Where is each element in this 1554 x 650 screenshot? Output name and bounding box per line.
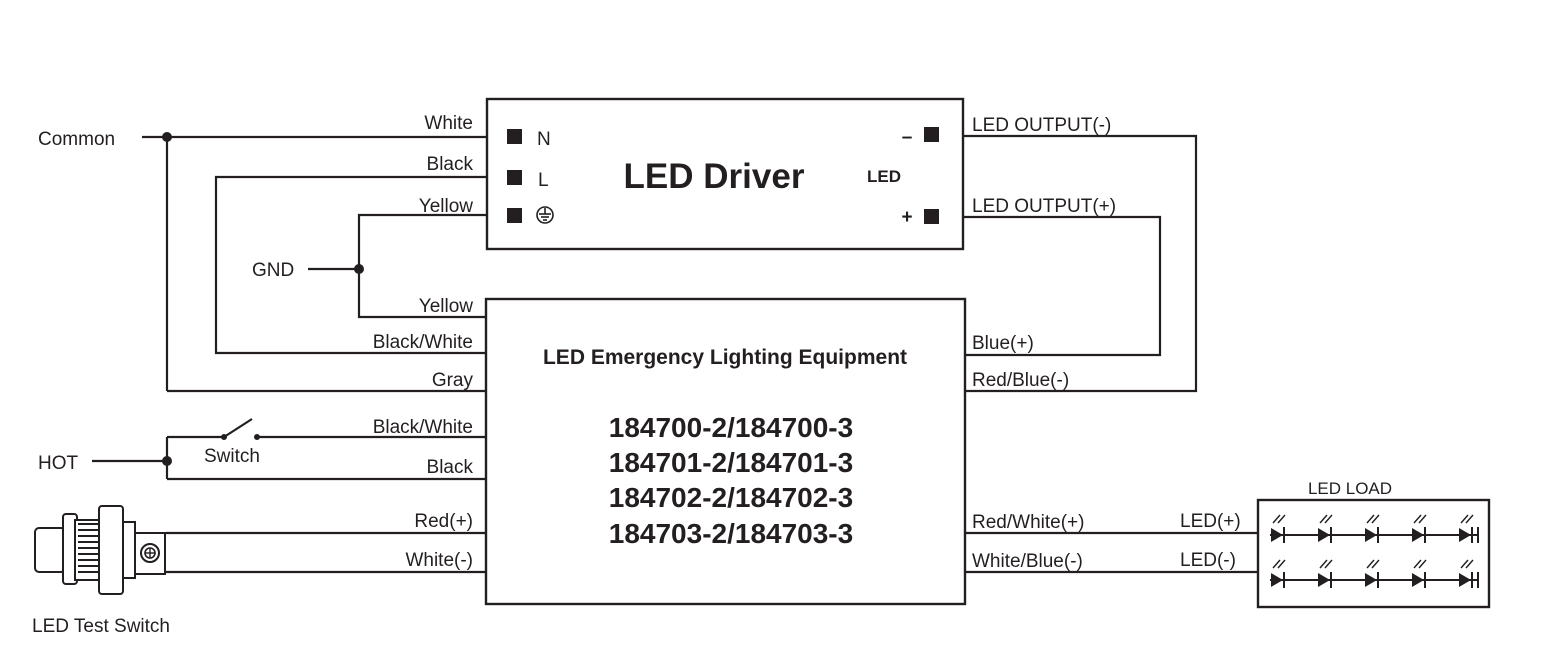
ground-symbol-icon: [536, 206, 554, 224]
wire-label: White: [424, 113, 473, 134]
led-load-title: LED LOAD: [1308, 479, 1392, 498]
terminal-ground: [507, 208, 522, 223]
wire-label: Yellow: [419, 196, 474, 217]
led-diode-icon: [1365, 514, 1380, 543]
wire-label: White(-): [405, 550, 473, 571]
led-diode-icon: [1412, 514, 1427, 543]
model-number: 184700-2/184700-3: [609, 412, 853, 443]
wire-label: Gray: [432, 370, 474, 391]
hot-label: HOT: [38, 453, 79, 474]
led-diode-icon: [1365, 559, 1380, 588]
terminal-minus: [924, 127, 939, 142]
model-number: 184702-2/184702-3: [609, 482, 853, 513]
terminal-l-label: L: [538, 170, 549, 191]
model-number: 184703-2/184703-3: [609, 518, 853, 549]
led-minus-label: LED(-): [1180, 550, 1236, 571]
terminal-plus-label: +: [901, 207, 912, 228]
wire-label: Black/White: [373, 417, 473, 438]
terminal-minus-label: –: [902, 127, 913, 148]
wire-label: Red/White(+): [972, 512, 1084, 533]
common-label: Common: [38, 129, 115, 150]
switch-lever: [223, 418, 253, 438]
terminal-n-label: N: [537, 129, 551, 150]
led-diode-icon: [1271, 559, 1286, 588]
led-load-box: [1256, 498, 1491, 609]
emergency-equipment-box: [484, 297, 967, 606]
led-diode-icon: [1459, 559, 1474, 588]
model-number: 184701-2/184701-3: [609, 447, 853, 478]
wire-label: Yellow: [419, 296, 474, 317]
led-driver-title: LED Driver: [624, 157, 805, 196]
test-switch-label: LED Test Switch: [32, 616, 170, 637]
led-test-switch-icon: [34, 505, 166, 595]
left-wires: [92, 132, 487, 574]
led-diode-icon: [1318, 514, 1333, 543]
led-plus-label: LED(+): [1180, 511, 1241, 532]
wire-label: Black/White: [373, 332, 473, 353]
wire-label: White/Blue(-): [972, 551, 1083, 572]
led-diode-icon: [1459, 514, 1474, 543]
terminal-plus: [924, 209, 939, 224]
wire-label: Red/Blue(-): [972, 370, 1069, 391]
led-driver-box: [485, 97, 965, 251]
wire-label: LED OUTPUT(-): [972, 115, 1111, 136]
wire-label: LED OUTPUT(+): [972, 196, 1116, 217]
led-driver-led-tag: LED: [867, 167, 901, 186]
wire-label: Black: [427, 457, 474, 478]
gnd-label: GND: [252, 260, 294, 281]
led-diode-icon: [1271, 514, 1286, 543]
equipment-title: LED Emergency Lighting Equipment: [543, 346, 907, 369]
wire-label: Black: [427, 154, 474, 175]
led-string-top: [1270, 514, 1479, 543]
wire-label: Red(+): [414, 511, 473, 532]
led-string-bottom: [1270, 559, 1479, 588]
led-diode-icon: [1318, 559, 1333, 588]
terminal-n: [507, 129, 522, 144]
led-diode-icon: [1412, 559, 1427, 588]
terminal-l: [507, 170, 522, 185]
switch-label: Switch: [204, 446, 260, 467]
wire-label: Blue(+): [972, 333, 1034, 354]
right-wires: [963, 134, 1258, 574]
